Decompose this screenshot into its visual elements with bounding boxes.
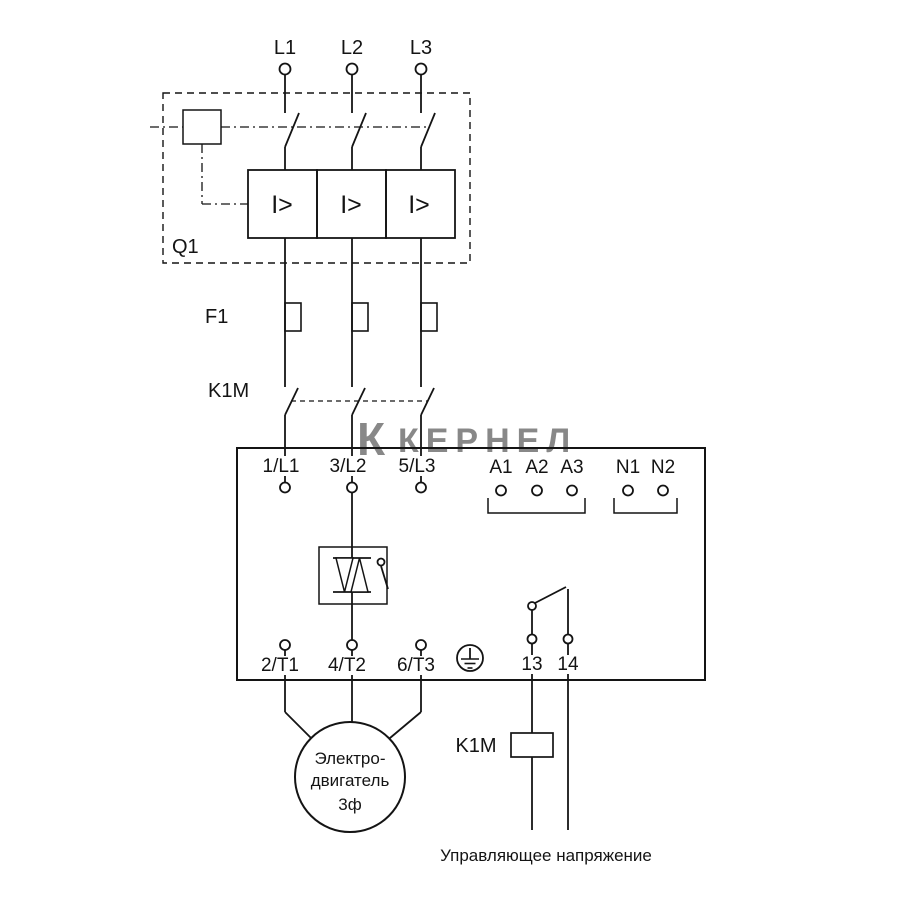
motor-label-line3: 3ф <box>338 795 361 814</box>
neutral-terminal-label: N2 <box>651 457 675 478</box>
label-halo <box>323 656 373 675</box>
softstarter-unit <box>236 447 706 681</box>
output-terminal-label: 6/T3 <box>397 655 435 676</box>
control-terminal-circle <box>495 484 507 497</box>
watermark: К КЕРНЕЛ <box>357 413 577 465</box>
input-terminal-label: 5/L3 <box>399 456 436 477</box>
relay-contact <box>526 586 574 645</box>
phase-label-l3: L3 <box>410 37 432 59</box>
supply-terminal-circle <box>345 62 359 76</box>
label-halo <box>324 456 374 476</box>
output-terminal-circle <box>415 639 427 651</box>
input-terminal-label: 3/L2 <box>330 456 367 477</box>
scr-triangle-up <box>350 557 369 593</box>
breaker-actuator-box <box>182 109 222 145</box>
neutral-terminal-label: N1 <box>616 457 640 478</box>
control-terminal-label: A2 <box>525 457 548 478</box>
control-terminal-bracket <box>487 498 586 514</box>
contactor-label: K1M <box>208 380 249 402</box>
output-terminal-circle <box>346 639 358 651</box>
neutral-terminal-circle <box>622 484 634 497</box>
fuse-symbol <box>420 302 438 332</box>
control-voltage-label: Управляющее напряжение <box>440 846 652 865</box>
relay-terminal-label: 14 <box>557 654 579 675</box>
output-terminal-label: 2/T1 <box>261 655 299 676</box>
label-halo <box>392 656 442 675</box>
diagram-labels: L1 L2 L3 Q1 I> I> I> F1 K1M 1/L1 3/L2 5/… <box>172 37 675 865</box>
control-terminal-circle <box>531 484 543 497</box>
input-terminal-label: 1/L1 <box>263 456 300 477</box>
fuse-symbol <box>284 302 302 332</box>
trip-symbol: I> <box>340 191 362 219</box>
watermark-logo-icon: К <box>357 413 386 465</box>
output-terminal-circle <box>279 639 291 651</box>
output-terminal-label: 4/T2 <box>328 655 366 676</box>
diagram-linework <box>150 62 706 833</box>
relay-contact-pivot <box>527 601 537 611</box>
supply-terminal-circle <box>414 62 428 76</box>
label-halo <box>257 456 307 476</box>
supply-terminal-circle <box>278 62 292 76</box>
trip-symbol: I> <box>408 191 430 219</box>
breaker-pole-contacts <box>284 112 436 170</box>
bypass-contact-pivot <box>376 557 386 567</box>
trip-symbol: I> <box>271 191 293 219</box>
motor-label-line2: двигатель <box>311 771 390 790</box>
motor-circle <box>294 721 406 833</box>
contactor-main-contacts <box>284 387 435 448</box>
bypass-contact-blade <box>380 565 389 590</box>
label-halo <box>518 655 546 674</box>
breaker-label: Q1 <box>172 236 199 258</box>
scr-triangle-down <box>335 557 354 593</box>
breaker-linkage-lines <box>150 126 430 205</box>
label-halo <box>554 655 582 674</box>
motor-label-line1: Электро- <box>314 749 385 768</box>
fuse-symbols <box>284 302 438 332</box>
control-terminal-circle <box>566 484 578 497</box>
coil-symbol <box>510 732 554 758</box>
neutral-terminal-circle <box>657 484 669 497</box>
fuse-label: F1 <box>205 306 228 328</box>
phase-label-l2: L2 <box>341 37 363 59</box>
ground-terminal <box>456 644 484 672</box>
fuse-symbol <box>351 302 369 332</box>
label-halo <box>256 656 306 675</box>
thyristor-box <box>318 546 388 605</box>
breaker-boundary-box <box>162 92 471 264</box>
watermark-text: КЕРНЕЛ <box>398 422 577 460</box>
input-terminal-circle <box>279 481 291 494</box>
input-terminal-circle <box>346 481 358 494</box>
relay-contact-blade <box>534 586 567 604</box>
supply-phase-leads <box>278 62 428 113</box>
label-halo <box>393 456 443 476</box>
phase-label-l1: L1 <box>274 37 296 59</box>
neutral-terminal-bracket <box>613 498 678 514</box>
coil-label: K1M <box>455 735 496 757</box>
relay-terminal-label: 13 <box>521 654 542 675</box>
softstarter-box <box>236 447 706 681</box>
relay-terminal-circle <box>526 633 538 645</box>
thyristor-symbol <box>318 492 389 640</box>
relay-terminal-circle <box>562 633 574 645</box>
control-terminal-label: A1 <box>489 457 512 478</box>
control-terminal-label: A3 <box>560 457 583 478</box>
phase-conductors <box>284 238 422 387</box>
input-terminal-circle <box>415 481 427 494</box>
